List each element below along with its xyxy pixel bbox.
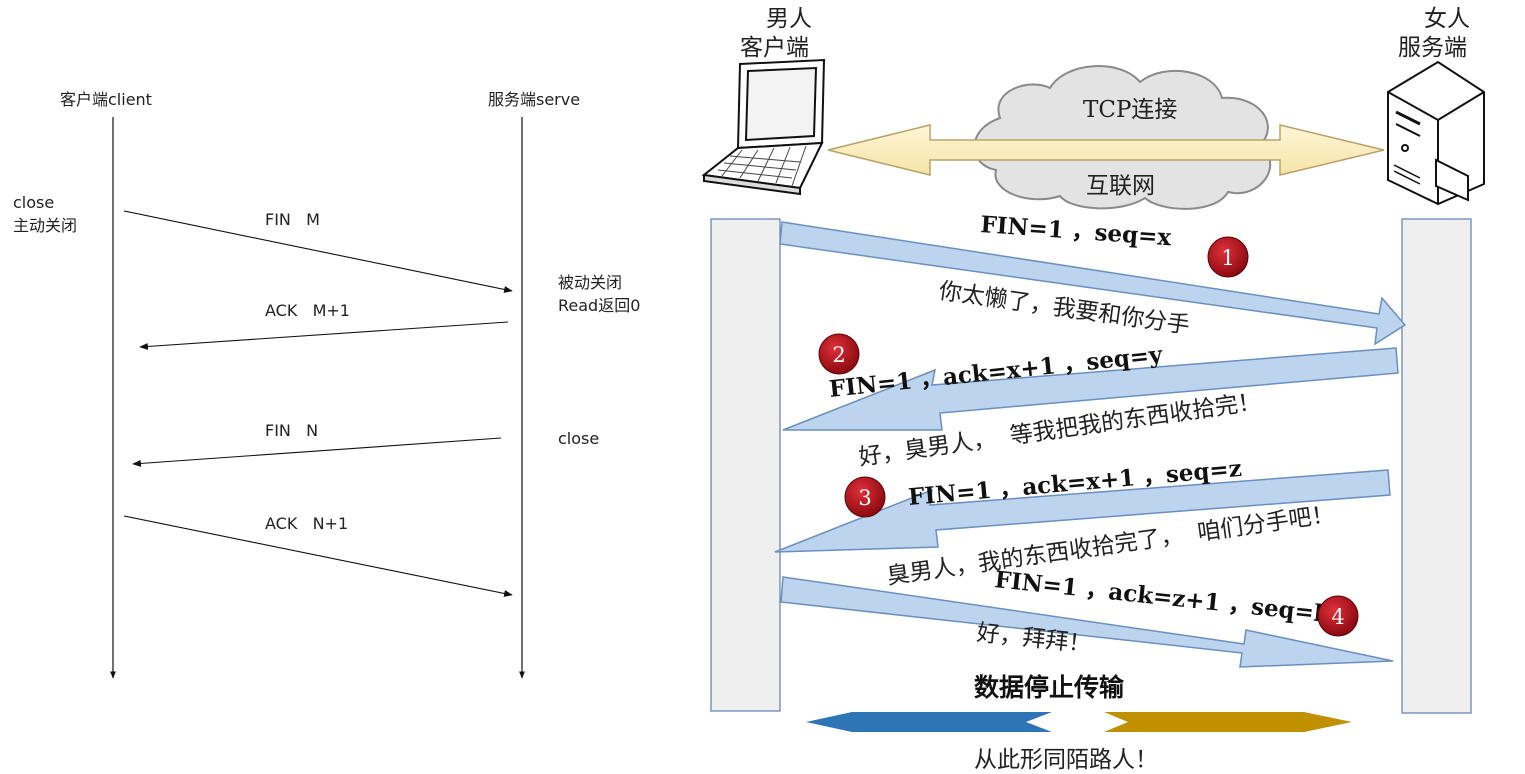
- step-4-badge: 4: [1317, 595, 1359, 637]
- left-sequence-diagram: 客户端client 服务端serve close 主动关闭 被动关闭 Read返…: [13, 90, 640, 679]
- step-3-number: 3: [858, 486, 871, 510]
- left-diverging-arrow: [806, 712, 1052, 732]
- message-arrow-ack-n1: [123, 515, 513, 597]
- client-role-label: 男人: [766, 6, 812, 32]
- server-passive-close-label: 被动关闭: [558, 273, 622, 292]
- stop-transmission-title: 数据停止传输: [974, 673, 1125, 702]
- server-role-label: 女人: [1424, 6, 1470, 32]
- step-2-number: 2: [832, 343, 845, 367]
- server-icon: [1387, 60, 1485, 206]
- client-active-close-label: 主动关闭: [13, 216, 77, 235]
- cloud-top-label: TCP连接: [1083, 97, 1177, 123]
- cloud-bottom-label: 互联网: [1086, 173, 1155, 199]
- client-label: 客户端: [740, 35, 809, 61]
- footer-caption: 从此形同陌路人！: [974, 747, 1158, 773]
- step-2-badge: 2: [818, 333, 860, 375]
- step-3-arrow: [774, 469, 1391, 553]
- server-header: 服务端serve: [488, 90, 580, 109]
- step-2-arrow: [782, 347, 1399, 431]
- right-illustrated-diagram: 男人 客户端 女人 服务端: [701, 6, 1485, 773]
- message-label-ack-m1: ACK M+1: [265, 301, 350, 320]
- step-1-arrow: [779, 221, 1407, 346]
- server-close-label: close: [558, 429, 599, 448]
- message-arrow-fin-n: [132, 437, 502, 467]
- step-1-packet: FIN=1 ，seq=x: [980, 211, 1173, 251]
- right-diverging-arrow: [1104, 712, 1352, 732]
- client-close-label: close: [13, 193, 54, 212]
- internet-cloud-icon: [973, 65, 1272, 210]
- laptop-icon: [701, 58, 826, 196]
- message-arrow-fin-m: [123, 210, 513, 293]
- step-4-number: 4: [1331, 605, 1344, 629]
- connection-double-arrow: [827, 124, 1385, 176]
- message-arrow-ack-m1: [139, 321, 509, 350]
- server-read-zero-label: Read返回0: [558, 296, 640, 315]
- server-lifeline-bar: [1401, 218, 1472, 714]
- step-1-badge: 1: [1207, 236, 1249, 278]
- step-3-badge: 3: [844, 476, 886, 518]
- message-label-ack-n1: ACK N+1: [265, 514, 348, 533]
- client-header: 客户端client: [60, 90, 152, 109]
- client-lifeline-bar: [710, 218, 781, 712]
- server-label: 服务端: [1398, 35, 1467, 61]
- step-4-arrow: [780, 576, 1394, 668]
- message-label-fin-m: FIN M: [265, 210, 320, 229]
- step-1-number: 1: [1221, 246, 1234, 270]
- message-label-fin-n: FIN N: [265, 421, 318, 440]
